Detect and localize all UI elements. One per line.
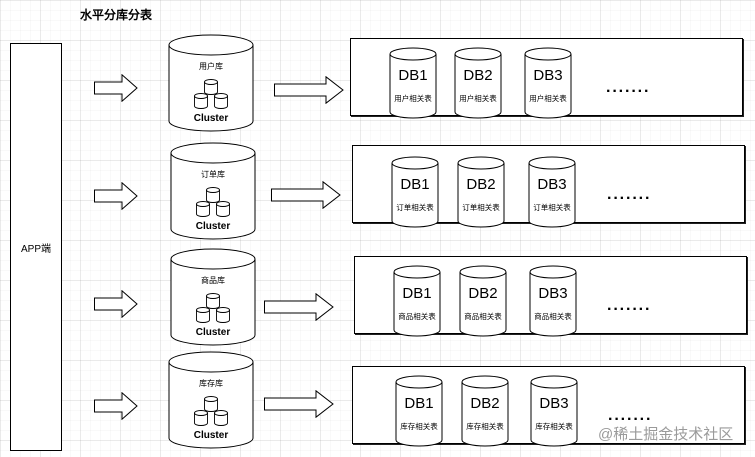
arrow-app-to-cluster-2	[94, 182, 138, 210]
db-node: DB3 用户相关表	[524, 47, 572, 119]
cluster-label: Cluster	[193, 113, 229, 124]
db-group-inventory: DB1 库存相关表 DB2 库存相关表 DB3 库存相关表 ·······	[352, 366, 745, 444]
db-name: DB1	[402, 285, 432, 302]
arrow-cluster-to-dbs-4	[264, 390, 334, 418]
cluster-order-db: 订单库 Cluster	[170, 142, 256, 240]
cluster-label: Cluster	[193, 430, 229, 441]
database-stack-icon	[196, 293, 230, 323]
db-desc: 订单相关表	[462, 203, 500, 212]
db-name: DB3	[538, 285, 568, 302]
db-desc: 订单相关表	[396, 203, 434, 212]
arrow-cluster-to-dbs-2	[271, 181, 341, 209]
db-node: DB2 用户相关表	[454, 47, 502, 119]
db-name: DB3	[539, 395, 569, 412]
arrow-cluster-to-dbs-3	[264, 293, 334, 321]
db-desc: 库存相关表	[400, 422, 438, 431]
app-client-box: APP端	[10, 43, 62, 451]
arrow-app-to-cluster-4	[94, 392, 138, 420]
db-desc: 库存相关表	[535, 422, 573, 431]
db-desc: 用户相关表	[459, 94, 497, 103]
db-desc: 商品相关表	[464, 312, 502, 321]
more-dbs-ellipsis: ·······	[606, 83, 651, 100]
cluster-name: 用户库	[199, 62, 223, 71]
diagram-title: 水平分库分表	[80, 8, 153, 22]
cluster-inventory-db: 库存库 Cluster	[168, 351, 254, 449]
cluster-user-db: 用户库 Cluster	[168, 34, 254, 132]
db-name: DB1	[398, 67, 428, 84]
db-node: DB1 商品相关表	[393, 265, 441, 337]
db-node: DB1 用户相关表	[389, 47, 437, 119]
database-stack-icon	[196, 187, 230, 217]
arrow-cluster-to-dbs-1	[274, 76, 344, 104]
app-client-label: APP端	[20, 243, 51, 255]
db-desc: 商品相关表	[534, 312, 572, 321]
db-node: DB2 商品相关表	[459, 265, 507, 337]
arrow-app-to-cluster-1	[94, 74, 138, 102]
db-node: DB3 库存相关表	[530, 375, 578, 447]
db-node: DB1 库存相关表	[395, 375, 443, 447]
db-group-product: DB1 商品相关表 DB2 商品相关表 DB3 商品相关表 ·······	[354, 256, 747, 334]
db-name: DB2	[466, 176, 496, 193]
database-stack-icon	[194, 79, 228, 109]
cluster-name: 库存库	[199, 379, 223, 388]
db-name: DB1	[400, 176, 430, 193]
cluster-product-db: 商品库 Cluster	[170, 248, 256, 346]
db-desc: 用户相关表	[529, 94, 567, 103]
watermark: @稀土掘金技术社区	[598, 426, 734, 443]
cluster-name: 订单库	[201, 170, 225, 179]
db-name: DB2	[470, 395, 500, 412]
db-group-order: DB1 订单相关表 DB2 订单相关表 DB3 订单相关表 ·······	[352, 145, 745, 223]
cluster-label: Cluster	[195, 221, 231, 232]
cluster-name: 商品库	[201, 276, 225, 285]
db-desc: 商品相关表	[398, 312, 436, 321]
db-node: DB3 商品相关表	[529, 265, 577, 337]
db-node: DB2 订单相关表	[457, 156, 505, 228]
db-node: DB2 库存相关表	[461, 375, 509, 447]
more-dbs-ellipsis: ·······	[607, 301, 652, 318]
db-name: DB3	[533, 67, 563, 84]
db-node: DB3 订单相关表	[528, 156, 576, 228]
db-name: DB2	[463, 67, 493, 84]
db-desc: 订单相关表	[533, 203, 571, 212]
db-group-user: DB1 用户相关表 DB2 用户相关表 DB3 用户相关表 ·······	[350, 38, 743, 116]
cluster-label: Cluster	[195, 327, 231, 338]
db-node: DB1 订单相关表	[391, 156, 439, 228]
db-desc: 用户相关表	[394, 94, 432, 103]
arrow-app-to-cluster-3	[94, 290, 138, 318]
more-dbs-ellipsis: ·······	[607, 190, 652, 207]
db-name: DB1	[404, 395, 434, 412]
database-stack-icon	[194, 396, 228, 426]
db-name: DB3	[537, 176, 567, 193]
db-desc: 库存相关表	[466, 422, 504, 431]
more-dbs-ellipsis: ·······	[608, 411, 653, 428]
db-name: DB2	[468, 285, 498, 302]
